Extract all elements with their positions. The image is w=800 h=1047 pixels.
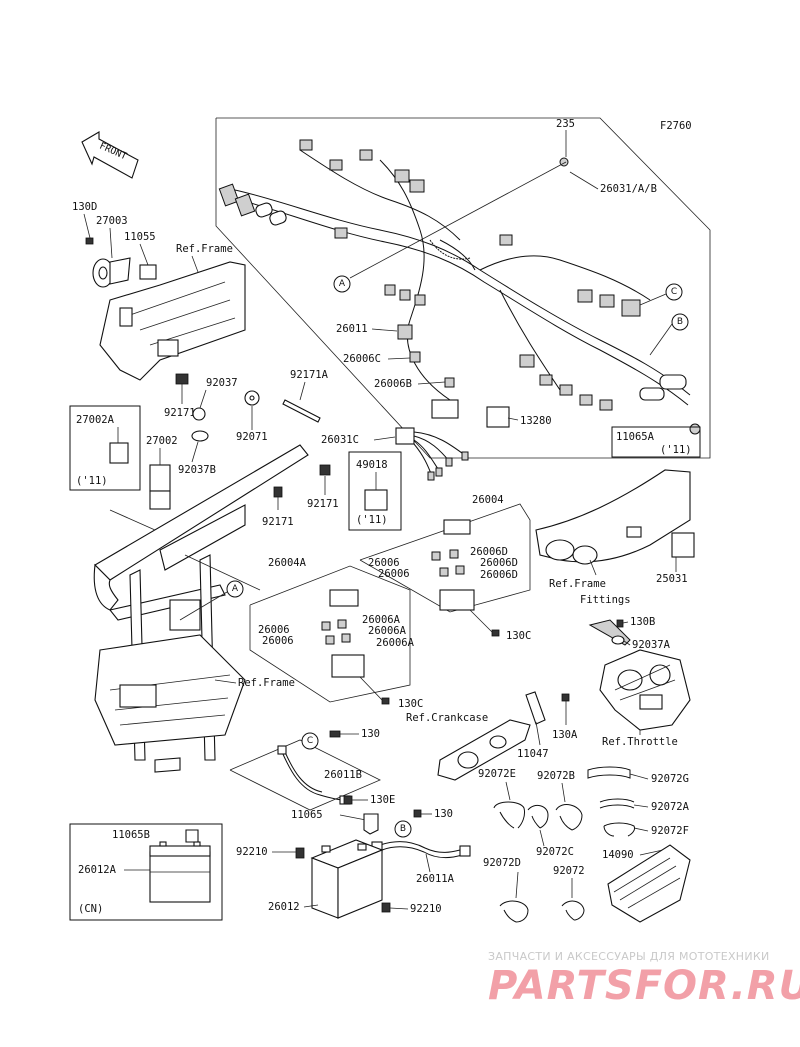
label-92210-1: 92210 [236,846,268,858]
label-235: 235 [556,118,575,130]
label-11055: 11055 [124,231,156,243]
label-92072a: 92072A [651,801,690,813]
label-26006-1: 26006 [368,557,400,569]
label-26011a: 26011A [416,873,455,885]
label-25031: 25031 [656,573,688,585]
label-92072: 92072 [553,865,585,877]
figure-code: F2760 [660,120,692,132]
throttle-body-part [599,649,691,731]
label-26006d-2: 26006D [480,557,518,569]
label-13280: 13280 [520,415,552,427]
label-26011b: 26011B [324,769,362,781]
label-ref-throttle: Ref.Throttle [602,736,678,748]
label-130c-1: 130C [506,630,531,642]
label-26006-3: 26006 [258,624,290,636]
label-27002a: 27002A [76,414,115,426]
label-92037b: 92037B [178,464,216,476]
label-92071: 92071 [236,431,268,443]
frame-section-main [93,444,309,773]
label-26004a: 26004A [268,557,307,569]
label-26031: 26031/A/B [600,183,657,195]
label-11065a: 11065A [616,431,655,443]
label-14090: 14090 [602,849,634,861]
label-26006a-3: 26006A [376,637,415,649]
label-26006d-3: 26006D [480,569,518,581]
callout-a-top: A [339,279,346,289]
label-92171-3: 92171 [262,516,294,528]
callout-b-bottom: B [400,824,406,834]
frame-fittings-part [535,469,695,565]
horn-part [92,257,131,288]
label-11047: 11047 [517,748,549,760]
label-ref-frame-main: Ref.Frame [238,677,295,689]
main-wiring-harness [218,139,701,435]
sub-harness-26031c [395,427,469,481]
label-11-c: ('11) [356,514,388,526]
label-26006b: 26006B [374,378,412,390]
label-26012: 26012 [268,901,300,913]
label-11065b: 11065B [112,829,150,841]
label-92072b: 92072B [537,770,575,782]
label-92171-1: 92171 [164,407,196,419]
label-ref-frame-fittings-2: Fittings [580,594,631,606]
label-26011: 26011 [336,323,368,335]
label-92072g: 92072G [651,773,689,785]
label-92072c: 92072C [536,846,574,858]
watermark-tagline: ЗАПЧАСТИ И АКСЕССУАРЫ ДЛЯ МОТОТЕХНИКИ [488,950,770,963]
callout-b-top: B [677,317,683,327]
label-26006d-1: 26006D [470,546,508,558]
label-130c-2: 130C [398,698,423,710]
label-92171-2: 92171 [307,498,339,510]
label-92210-2: 92210 [410,903,442,915]
label-92072f: 92072F [651,825,689,837]
label-49018: 49018 [356,459,388,471]
label-92037a: 92037A [632,639,671,651]
frame-section-top [99,261,246,381]
label-11065: 11065 [291,809,323,821]
label-26006c: 26006C [343,353,381,365]
label-ref-crankcase: Ref.Crankcase [406,712,488,724]
label-11-b: ('11) [76,475,108,487]
label-26006-2: 26006 [378,568,410,580]
label-ref-frame-fittings-1: Ref.Frame [549,578,606,590]
cover-14090 [607,844,691,923]
label-ref-frame-top: Ref.Frame [176,243,233,255]
main-harness-frame [215,117,711,459]
crankcase-section [437,719,531,781]
label-27002: 27002 [146,435,178,447]
label-27003: 27003 [96,215,128,227]
callout-c-bottom: C [307,736,313,746]
label-92072d: 92072D [483,857,521,869]
label-26012a: 26012A [78,864,117,876]
label-130a: 130A [552,729,578,741]
watermark-logo: PARTSFOR.RU [488,963,800,1009]
label-26006-4: 26006 [262,635,294,647]
label-26006a-1: 26006A [362,614,401,626]
cable-26011a [371,841,471,859]
label-92037: 92037 [206,377,238,389]
label-130b: 130B [630,616,655,628]
callout-a-frame: A [232,584,239,594]
label-130d: 130D [72,201,97,213]
label-26006a-2: 26006A [368,625,407,637]
front-arrow-icon: FRONT [81,131,139,179]
label-cn: (CN) [78,903,103,915]
label-130e: 130E [370,794,395,806]
label-130-2: 130 [434,808,453,820]
label-130-1: 130 [361,728,380,740]
label-26004: 26004 [472,494,504,506]
label-26031c: 26031C [321,434,359,446]
callout-c-top: C [671,287,677,297]
battery-26012 [310,839,384,919]
label-92072e: 92072E [478,768,516,780]
battery-26012a [149,841,211,903]
label-11-a: ('11) [660,444,692,456]
label-92171a: 92171A [290,369,329,381]
